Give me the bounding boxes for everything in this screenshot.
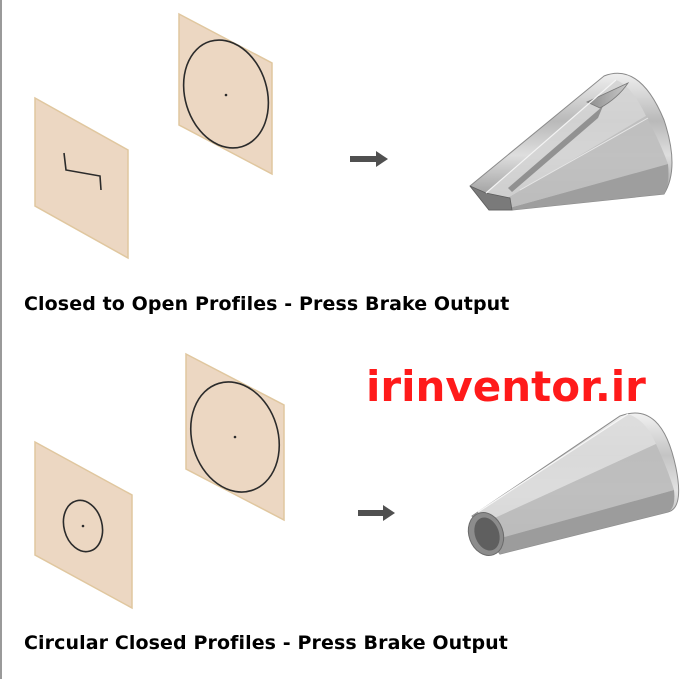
end-sketch-plane-circular: [185, 352, 285, 522]
panel-closed-to-open: Closed to Open Profiles - Press Brake Ou…: [24, 12, 673, 315]
closed-cone-facet-middle: [486, 444, 674, 540]
closed-cone-highlight: [477, 413, 629, 513]
transition-arrow-bottom: [358, 505, 395, 521]
watermark-text: irinventor.ir: [366, 362, 646, 411]
end-circle-center: [224, 93, 228, 97]
right-arrow-icon-bottom: [358, 505, 395, 521]
cone-slot-opening: [586, 82, 630, 109]
closed-cone-facet-lower: [494, 490, 675, 554]
cone-inner-edge: [508, 106, 603, 192]
cone-highlight-2: [519, 117, 649, 191]
end-circle-profile: [182, 39, 270, 149]
end-sketch-plane: [178, 12, 273, 176]
circular-closed-illustration: [34, 352, 680, 610]
left-border-rule: [0, 0, 2, 679]
right-arrow-icon: [350, 151, 388, 167]
start-plane-face: [34, 96, 129, 260]
open-channel-profile: [63, 152, 102, 191]
closed-to-open-illustration: [34, 12, 673, 260]
cone-facet-middle: [503, 116, 668, 208]
start-circle-center: [81, 524, 85, 528]
cone-inner-cavity: [474, 517, 500, 551]
closed-cone-facet-upper: [478, 414, 656, 522]
caption-closed-to-open: Closed to Open Profiles - Press Brake Ou…: [24, 293, 510, 315]
start-sketch-plane: [34, 96, 129, 260]
closed-cone-result: [467, 412, 680, 556]
cone-facet-lower: [510, 164, 669, 210]
start-sketch-plane-circular: [34, 440, 133, 610]
start-circle-profile: [62, 499, 104, 553]
channel-end-face: [469, 185, 513, 211]
cone-highlight-1: [485, 79, 617, 194]
slotted-cone-result: [469, 72, 673, 211]
transition-arrow-top: [350, 151, 388, 167]
panel-circular-closed: Circular Closed Profiles - Press Brake O…: [0, 340, 697, 679]
end-large-circle-profile: [189, 381, 281, 493]
end-large-circle-center: [233, 435, 237, 439]
caption-circular-closed: Circular Closed Profiles - Press Brake O…: [24, 632, 508, 654]
